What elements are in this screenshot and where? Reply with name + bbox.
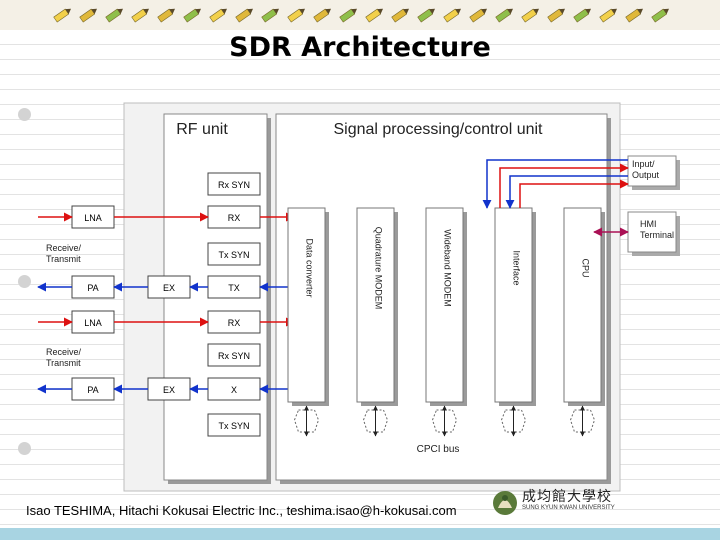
- bullet-dot-icon: [18, 108, 31, 121]
- pencil-icon: [365, 8, 384, 23]
- sp-card-label: Data converter: [305, 238, 315, 297]
- bullet-dot-icon: [18, 442, 31, 455]
- pencil-icon: [495, 8, 514, 23]
- hmi-terminal-box: [627, 211, 677, 253]
- bus-connectors: [293, 405, 596, 437]
- rf-blocks: Rx SYN RX Tx SYN TX RX Rx SYN X Tx SYN: [207, 172, 261, 437]
- university-name-korean: 成均館大學校: [522, 489, 612, 505]
- input-output-label: Input/Output: [632, 159, 660, 180]
- university-emblem-icon: [493, 491, 517, 515]
- lna-label-1: LNA: [84, 213, 102, 223]
- sp-card: [287, 207, 326, 403]
- pencil-icon: [651, 8, 670, 23]
- pencil-icon: [521, 8, 540, 23]
- io-red-arrow-mid: [499, 163, 629, 208]
- pencil-icon: [235, 8, 254, 23]
- tx-syn-label-2: Tx SYN: [218, 421, 249, 431]
- pencil-icon: [261, 8, 280, 23]
- university-logo: 成均館大學校 SUNG KYUN KWAN UNIVERSITY: [490, 486, 635, 520]
- sp-card-label: CPU: [581, 258, 591, 277]
- sp-card: [494, 207, 533, 403]
- rx-syn-block-2: [207, 343, 261, 367]
- pencil-icon: [105, 8, 124, 23]
- io-arrows: [482, 159, 629, 237]
- sp-cards: Data converter Quadrature MODEM Wideband M…: [287, 207, 605, 406]
- cpci-bus-label: CPCI bus: [417, 444, 460, 455]
- rx-syn-label-1: Rx SYN: [218, 180, 250, 190]
- receive-transmit-label-2: Receive/Transmit: [46, 347, 82, 368]
- pencil-icon: [287, 8, 306, 23]
- pencil-icon: [417, 8, 436, 23]
- ex-label-1: EX: [163, 283, 175, 293]
- pencil-icons: [53, 8, 670, 23]
- pencil-icon: [547, 8, 566, 23]
- pencil-icon: [131, 8, 150, 23]
- sp-card-label: Wideband MODEM: [443, 229, 453, 307]
- rf-unit-label: RF unit: [176, 121, 228, 138]
- pencil-icon: [599, 8, 618, 23]
- pencil-icon: [313, 8, 332, 23]
- pencil-icon: [339, 8, 358, 23]
- pa-label-2: PA: [87, 385, 98, 395]
- pencil-icon: [209, 8, 228, 23]
- tx-label-2: X: [231, 385, 237, 395]
- rx-label-2: RX: [228, 318, 241, 328]
- sp-card: [563, 207, 602, 403]
- pencil-icon: [625, 8, 644, 23]
- io-red-arrow-inner: [519, 179, 629, 208]
- bullet-dot-icon: [18, 275, 31, 288]
- university-name-english: SUNG KYUN KWAN UNIVERSITY: [522, 505, 615, 511]
- pencil-decoration-strip: [0, 0, 720, 30]
- receive-transmit-label-1: Receive/Transmit: [46, 243, 82, 264]
- tx-label-1: TX: [228, 283, 240, 293]
- pencil-icon: [53, 8, 72, 23]
- slide-title: SDR Architecture: [229, 32, 491, 63]
- tx-syn-block-2: [207, 413, 261, 437]
- tx-syn-label-1: Tx SYN: [218, 250, 249, 260]
- pencil-icon: [573, 8, 592, 23]
- sp-unit-label: Signal processing/control unit: [333, 121, 543, 138]
- ex-label-2: EX: [163, 385, 175, 395]
- rx-syn-block-1: [207, 172, 261, 196]
- pencil-icon: [443, 8, 462, 23]
- lna-label-2: LNA: [84, 318, 102, 328]
- pencil-icon: [469, 8, 488, 23]
- sp-card-label: Quadrature MODEM: [374, 227, 384, 310]
- pa-label-1: PA: [87, 283, 98, 293]
- pencil-icon: [157, 8, 176, 23]
- pencil-icon: [79, 8, 98, 23]
- rx-label-1: RX: [228, 213, 241, 223]
- input-output-box: [627, 155, 677, 187]
- sp-card: [356, 207, 395, 403]
- io-blue-arrow-mid: [505, 175, 628, 209]
- footer-credit: Isao TESHIMA, Hitachi Kokusai Electric I…: [26, 503, 457, 518]
- pencil-icon: [391, 8, 410, 23]
- rx-syn-label-2: Rx SYN: [218, 351, 250, 361]
- io-blue-arrow-outer: [482, 159, 628, 209]
- tx-syn-block-1: [207, 242, 261, 266]
- pencil-icon: [183, 8, 202, 23]
- bottom-accent-bar: [0, 528, 720, 540]
- sp-card: [425, 207, 464, 403]
- sp-card-label: Interface: [512, 250, 522, 285]
